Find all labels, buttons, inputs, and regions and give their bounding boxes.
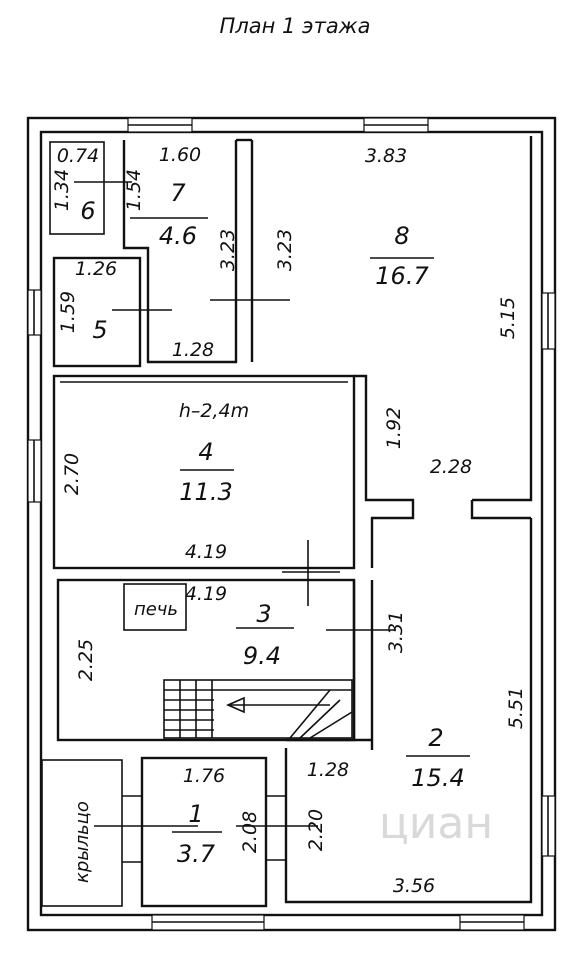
room-2-number: 2 [428,724,443,752]
dim-r6-top: 0.74 [57,145,99,167]
dim-r8-door: 2.28 [430,456,472,478]
room-6-number: 6 [80,197,95,225]
room-1-area: 3.7 [177,840,216,868]
room-8-area: 16.7 [375,262,429,290]
dim-r2-top: 1.28 [307,759,349,781]
dim-r1-side: 2.08 [239,811,261,853]
room-1-number: 1 [188,800,203,828]
dim-r3-right: 3.31 [385,611,407,653]
dim-r7-height-left: 3.23 [217,229,239,271]
dim-r7-height-right: 3.23 [274,229,296,271]
dim-r7-side: 1.54 [123,169,145,211]
dim-r1-side-2: 2.20 [305,809,327,851]
room-7-number: 7 [170,179,186,207]
windows [27,117,556,931]
porch-label: крыльцо [72,801,93,883]
dim-r3-top: 4.19 [185,583,227,605]
dim-r2-right: 5.51 [505,687,527,729]
room-4-area: 11.3 [179,478,232,506]
dim-r3-left: 2.25 [75,639,97,681]
dimensions: 0.74 1.34 1.60 1.54 3.23 3.23 1.26 1.59 … [51,144,527,897]
dim-r1-top: 1.76 [183,765,225,787]
interior-walls [41,136,533,908]
room-5-number: 5 [92,316,107,344]
plan-title: План 1 этажа [220,14,371,38]
staircase [163,679,353,739]
dim-r5-bottom: 1.28 [172,339,214,361]
room-3-number: 3 [256,600,271,628]
stove-label: печь [134,599,178,620]
ceiling-height: h–2,4m [179,400,249,422]
section-marks [74,181,470,833]
dim-r2-bottom: 3.56 [393,875,435,897]
dim-r6-side: 1.34 [51,169,73,211]
outer-walls [26,116,557,932]
room-8-number: 8 [394,222,409,250]
dim-r5-side: 1.59 [57,291,79,333]
dim-r4-side: 2.70 [61,453,83,495]
room-7-area: 4.6 [159,222,197,250]
room-3-area: 9.4 [243,642,281,670]
watermark: циан [379,798,493,849]
room-2-area: 15.4 [411,764,464,792]
room-4-number: 4 [198,438,213,466]
dim-r7-top: 1.60 [159,144,201,166]
dim-r5-top: 1.26 [75,258,117,280]
dim-r8-mid: 1.92 [383,407,405,449]
dim-r4-bottom: 4.19 [185,541,227,563]
dim-r8-right: 5.15 [497,297,519,339]
room-labels: 6 7 4.6 5 8 16.7 h–2,4m 4 11.3 3 9.4 печ… [72,179,465,883]
dim-r8-top: 3.83 [365,145,407,167]
